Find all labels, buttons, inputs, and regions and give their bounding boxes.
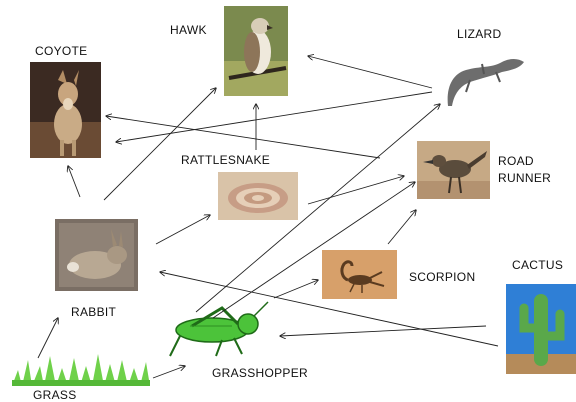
label-cactus: CACTUS [512, 258, 563, 272]
arrow-lizard-to-coyote [116, 92, 432, 142]
label-rabbit: RABBIT [71, 305, 116, 319]
arrow-grass-to-rabbit [38, 318, 58, 358]
arrow-scorpion-to-roadrunner [388, 210, 416, 244]
label-lizard: LIZARD [457, 27, 501, 41]
arrow-lizard-to-hawk [308, 56, 432, 88]
label-grasshopper: GRASSHOPPER [212, 366, 308, 380]
arrow-grass-to-grasshopper [153, 366, 185, 378]
arrow-rattlesnake-to-roadrunner [308, 176, 404, 204]
arrow-rabbit-to-coyote [68, 166, 80, 197]
label-hawk: HAWK [170, 23, 207, 37]
label-runner: RUNNER [498, 171, 551, 185]
arrow-rabbit-to-rattlesnake [156, 215, 210, 244]
arrow-rabbit-to-hawk [104, 88, 216, 200]
label-road: ROAD [498, 154, 534, 168]
label-coyote: COYOTE [35, 44, 87, 58]
label-scorpion: SCORPION [409, 270, 475, 284]
arrow-grasshopper-to-scorpion [274, 280, 318, 298]
arrow-cactus-to-grasshopper [280, 326, 486, 336]
label-grass: GRASS [33, 388, 77, 402]
label-rattlesnake: RATTLESNAKE [181, 153, 270, 167]
